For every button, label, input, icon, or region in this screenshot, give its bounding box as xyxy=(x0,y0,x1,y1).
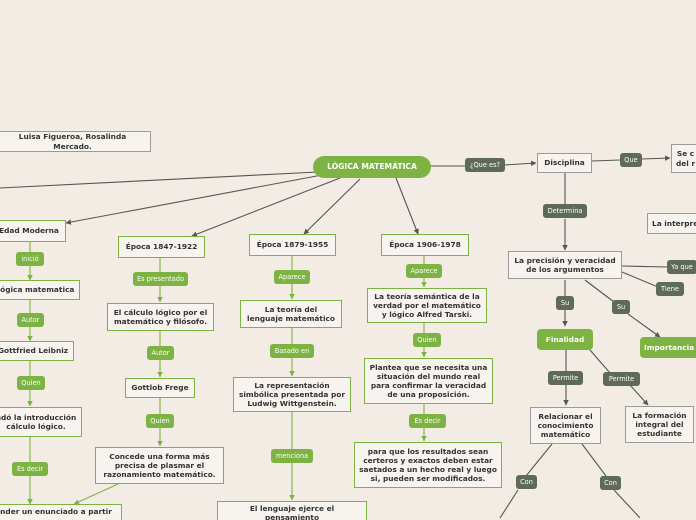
es-presentado-link[interactable]: Es presentado xyxy=(133,272,188,286)
leibniz-node[interactable]: Gottfried Leibniz xyxy=(0,341,74,361)
root-node[interactable]: LÓGICA MATEMÁTICA xyxy=(313,156,431,178)
permite-link-2[interactable]: Permite xyxy=(603,372,640,386)
permite-link-1[interactable]: Permite xyxy=(548,371,583,385)
su-link-2[interactable]: Su xyxy=(612,300,630,314)
logica-matematica-node[interactable]: lógica matematica xyxy=(0,280,80,300)
disciplina-node[interactable]: Disciplina xyxy=(537,153,592,173)
teoria-lenguaje-node[interactable]: La teoría del lenguaje matemático xyxy=(240,300,342,328)
basado-en-link[interactable]: Basado en xyxy=(270,344,314,358)
la-interpre-node[interactable]: La interpre xyxy=(647,213,696,234)
importancia-node[interactable]: Importancia xyxy=(640,337,696,358)
autor-link-1847[interactable]: Autor xyxy=(147,346,174,360)
con-link-1[interactable]: Con xyxy=(516,475,537,489)
que-es-link[interactable]: ¿Que es? xyxy=(465,158,505,172)
precision-node[interactable]: La precisión y veracidad de los argument… xyxy=(508,251,622,279)
es-decir-link-1906[interactable]: Es decir xyxy=(409,414,446,428)
quien-link-edad[interactable]: Quien xyxy=(17,376,45,390)
concede-node[interactable]: Concede una forma más precisa de plasmar… xyxy=(95,447,224,484)
calculo-node[interactable]: El cálculo lógico por el matemático y fi… xyxy=(107,303,214,331)
authors-node[interactable]: Luisa Figueroa, Rosalinda Mercado. xyxy=(0,131,151,152)
teoria-semantica-node[interactable]: La teoría semántica de la verdad por el … xyxy=(367,288,487,323)
inicio-link[interactable]: inició xyxy=(16,252,44,266)
menciona-link[interactable]: menciona xyxy=(271,449,313,463)
finalidad-node[interactable]: Finalidad xyxy=(537,329,593,350)
relacionar-node[interactable]: Relacionar el conocimiento matemático xyxy=(530,407,601,444)
resultados-node[interactable]: para que los resultados sean certeros y … xyxy=(354,442,502,488)
frege-node[interactable]: Gottlob Frege xyxy=(125,378,195,398)
quien-link-1906[interactable]: Quien xyxy=(413,333,441,347)
epoca-1847-node[interactable]: Época 1847-1922 xyxy=(118,236,205,258)
aparece-link-1906[interactable]: Aparece xyxy=(406,264,442,278)
que-link[interactable]: Que xyxy=(620,153,642,167)
se-c-node[interactable]: Se c del r xyxy=(671,144,696,173)
quien-link-1847[interactable]: Quien xyxy=(146,414,174,428)
es-decir-link-edad[interactable]: Es decir xyxy=(12,462,48,476)
epoca-1906-node[interactable]: Época 1906-1978 xyxy=(381,234,469,256)
representacion-node[interactable]: La representación simbólica presentada p… xyxy=(233,377,351,412)
ya-que-link[interactable]: Ya que xyxy=(667,260,696,274)
tiene-link[interactable]: Tiene xyxy=(656,282,684,296)
enunciado-node[interactable]: nder un enunciado a partir xyxy=(0,504,122,520)
lenguaje-pensamiento-node[interactable]: El lenguaje ejerce el pensamiento para t… xyxy=(217,501,367,520)
plantea-node[interactable]: Plantea que se necesita una situación de… xyxy=(364,358,493,404)
formacion-node[interactable]: La formación integral del estudiante xyxy=(625,406,694,443)
aparece-link-1879[interactable]: Aparece xyxy=(274,270,310,284)
introduccion-node[interactable]: ndó la introducción cálculo lógico. xyxy=(0,407,82,437)
determina-link[interactable]: Determina xyxy=(543,204,587,218)
autor-link-edad[interactable]: Autor xyxy=(17,313,44,327)
su-link-1[interactable]: Su xyxy=(556,296,574,310)
epoca-1879-node[interactable]: Época 1879-1955 xyxy=(249,234,336,256)
con-link-2[interactable]: Con xyxy=(600,476,621,490)
edad-moderna-node[interactable]: Edad Moderna xyxy=(0,220,66,242)
